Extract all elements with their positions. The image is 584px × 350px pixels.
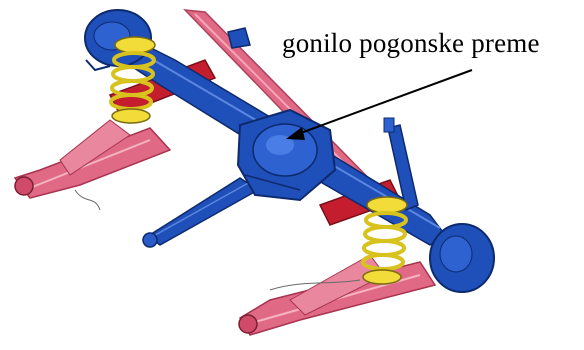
drive-shaft (143, 178, 258, 247)
differential (238, 110, 335, 200)
axle-fitting (228, 28, 250, 48)
trailing-arm-left (15, 120, 170, 210)
wheel-hub-right (430, 224, 494, 292)
callout-label: gonilo pogonske preme (282, 28, 540, 59)
trailing-arm-right (239, 255, 435, 335)
